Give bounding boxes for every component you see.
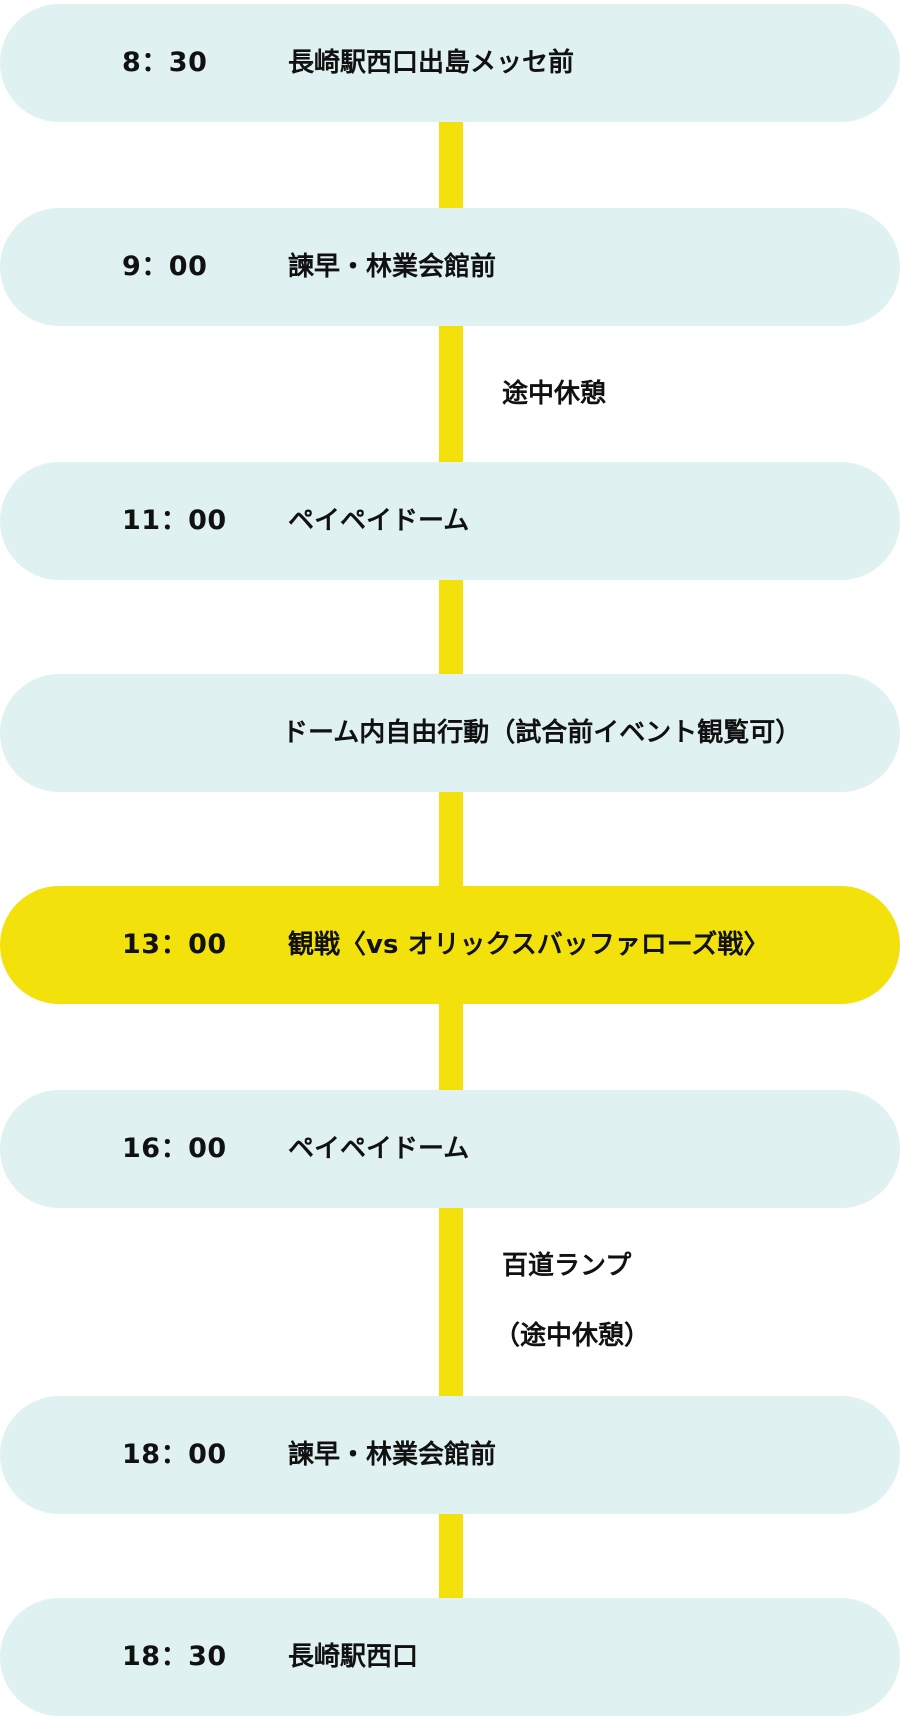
timeline-connector [439,1002,463,1094]
stop-place: ペイペイドーム [288,506,470,536]
schedule-stop-6: 16：00 ペイペイドーム [0,1090,900,1208]
schedule-stop-highlight: 13：00 観戦〈vs オリックスバッファローズ戦〉 [0,886,900,1004]
note-text: （途中休憩） [494,1321,651,1351]
stop-place: 諫早・林業会館前 [288,1440,497,1470]
schedule-stop-7: 18：00 諫早・林業会館前 [0,1396,900,1514]
stop-time: 18：00 [122,1439,227,1470]
timeline-connector [439,1512,463,1600]
transit-note-break: 途中休憩 [502,376,606,412]
stop-place: 長崎駅西口出島メッセ前 [288,48,575,78]
note-text: 途中休憩 [502,379,607,409]
schedule-stop-3: 11：00 ペイペイドーム [0,462,900,580]
stop-time: 18：30 [122,1641,227,1672]
timeline-connector [439,120,463,208]
stop-place: 観戦〈vs オリックスバッファローズ戦〉 [288,930,770,960]
stop-time: 11：00 [122,505,227,536]
schedule-stop-8: 18：30 長崎駅西口 [0,1598,900,1716]
stop-time: 13：00 [122,929,227,960]
stop-place: 諫早・林業会館前 [288,252,497,282]
timeline-connector [439,1208,463,1398]
schedule-stop-4: ドーム内自由行動（試合前イベント観覧可） [0,674,900,792]
stop-place: 長崎駅西口 [288,1642,419,1672]
schedule-stop-1: 8：30 長崎駅西口出島メッセ前 [0,4,900,122]
stop-time: 16：00 [122,1133,227,1164]
stop-place: ペイペイドーム [288,1134,470,1164]
timeline-connector [439,790,463,888]
note-text: 百道ランプ [502,1251,632,1281]
stop-place: ドーム内自由行動（試合前イベント観覧可） [282,718,802,748]
stop-time: 9：00 [122,251,208,282]
schedule-stop-2: 9：00 諫早・林業会館前 [0,208,900,326]
timeline-connector [439,324,463,464]
stop-time: 8：30 [122,47,208,78]
transit-note-ramp: 百道ランプ （途中休憩） [494,1248,650,1354]
timeline-connector [439,578,463,676]
